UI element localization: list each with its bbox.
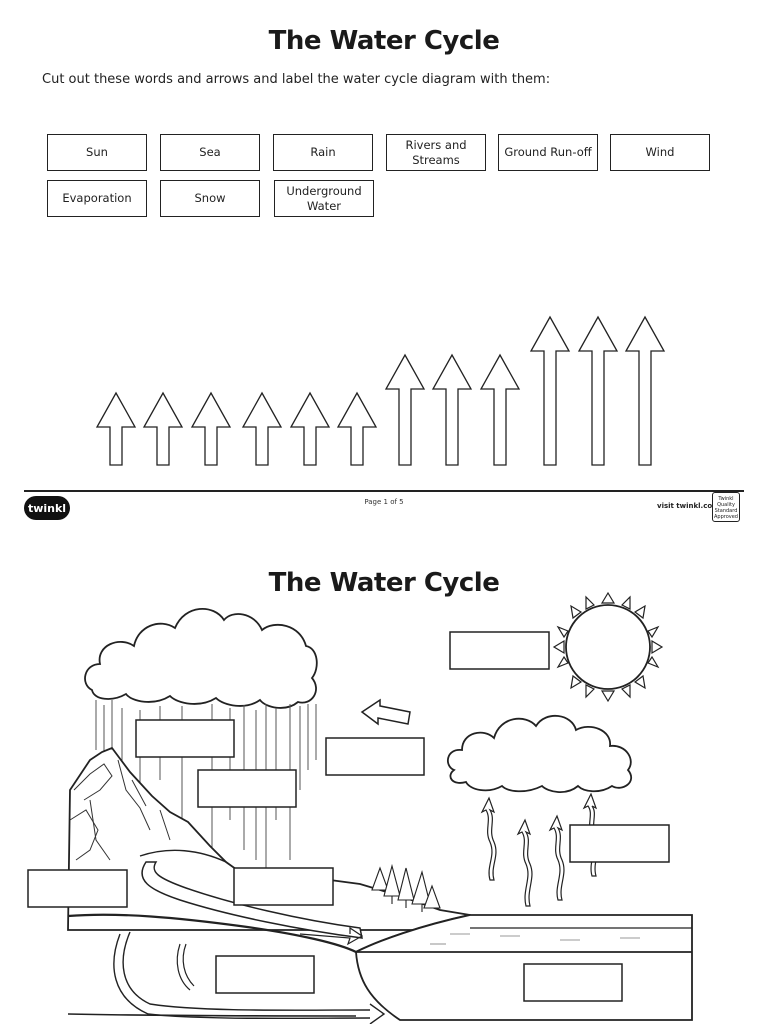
word-card-evaporation[interactable]: Evaporation [47,180,147,217]
word-card-sun[interactable]: Sun [47,134,147,171]
diagram-label-box [523,963,623,1002]
page-number: Page 1 of 5 [364,498,404,506]
evaporation-cloud [447,715,633,793]
cutout-arrow-short[interactable] [143,392,183,466]
word-card-wind[interactable]: Wind [610,134,710,171]
diagram-label-box [449,631,550,670]
sun-graphic [552,591,664,703]
twinkl-logo: twinkl [24,496,70,520]
cutout-arrow-short[interactable] [191,392,231,466]
instructions-text: Cut out these words and arrows and label… [42,72,551,87]
diagram-label-box [233,867,334,906]
footer-divider [24,490,744,492]
word-card-ground-run-off[interactable]: Ground Run-off [498,134,598,171]
diagram-title: The Water Cycle [268,568,500,598]
cutout-arrow-short[interactable] [96,392,136,466]
word-card-rain[interactable]: Rain [273,134,373,171]
diagram-label-box [325,737,425,776]
rain-cloud [84,607,318,709]
cutout-arrow-short[interactable] [337,392,377,466]
cutout-arrow-long[interactable] [530,316,570,466]
cutout-arrow-medium[interactable] [385,354,425,466]
cutout-arrow-long[interactable] [625,316,665,466]
word-card-underground-water[interactable]: Underground Water [274,180,374,217]
diagram-label-box [197,769,297,808]
word-card-sea[interactable]: Sea [160,134,260,171]
diagram-label-box [135,719,235,758]
visit-link[interactable]: visit twinkl.com [657,502,720,510]
cutout-arrow-short[interactable] [242,392,282,466]
cutout-arrow-medium[interactable] [432,354,472,466]
river [141,861,363,939]
page-title: The Water Cycle [268,26,500,56]
word-card-snow[interactable]: Snow [160,180,260,217]
quality-badge: Twinkl Quality Standard Approved [712,492,740,522]
cutout-arrow-short[interactable] [290,392,330,466]
cutout-arrow-medium[interactable] [480,354,520,466]
cutout-arrow-long[interactable] [578,316,618,466]
trees [371,863,441,912]
word-card-rivers-and-streams[interactable]: Rivers and Streams [386,134,486,171]
wind-arrow [360,698,411,726]
diagram-label-box [27,869,128,908]
diagram-label-box [569,824,670,863]
diagram-label-box [215,955,315,994]
